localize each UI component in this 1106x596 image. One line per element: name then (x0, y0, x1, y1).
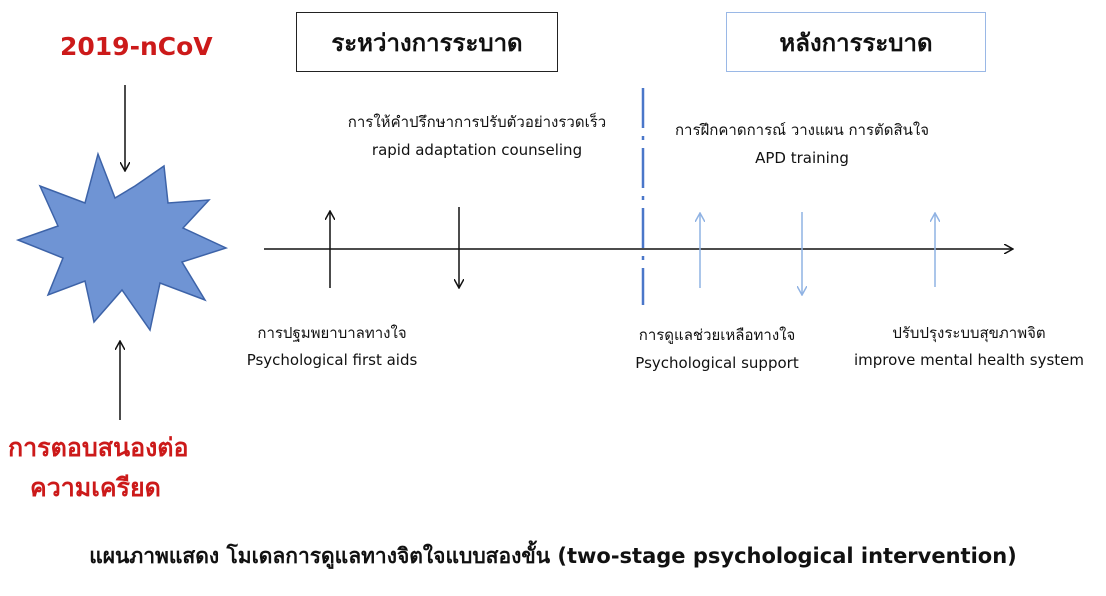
apd-training-thai: การฝึกคาดการณ์ วางแผน การตัดสินใจ (674, 121, 930, 139)
rapid-counseling-thai: การให้คำปรึกษาการปรับตัวอย่างรวดเร็ว (347, 113, 607, 131)
first-aid-thai: การปฐมพยาบาลทางใจ (257, 324, 407, 342)
apd-training-english: APD training (755, 149, 849, 167)
stress-response-line2: ความเครียด (30, 473, 161, 502)
improve-thai: ปรับปรุงระบบสุขภาพจิต (892, 324, 1046, 342)
first-aid-label: การปฐมพยาบาลทางใจ Psychological first ai… (222, 323, 442, 370)
rapid-counseling-english: rapid adaptation counseling (371, 141, 583, 159)
apd-training-label: การฝึกคาดการณ์ วางแผน การตัดสินใจ APD tr… (652, 120, 952, 168)
stress-response-line1: การตอบสนองต่อ (8, 433, 189, 462)
phase-after-box: หลังการระบาด (726, 12, 986, 72)
stress-burst-shape (15, 151, 229, 332)
phase-during-box: ระหว่างการระบาด (296, 12, 558, 72)
improve-english: improve mental health system (853, 351, 1085, 369)
support-english: Psychological support (635, 354, 799, 372)
stress-response-label: การตอบสนองต่อ ความเครียด (8, 428, 189, 508)
first-aid-english: Psychological first aids (246, 351, 418, 369)
support-thai: การดูแลช่วยเหลือทางใจ (638, 326, 796, 344)
rapid-counseling-label: การให้คำปรึกษาการปรับตัวอย่างรวดเร็ว rap… (322, 112, 632, 160)
diagram-caption: แผนภาพแสดง โมเดลการดูแลทางจิตใจแบบสองขั้… (89, 544, 1017, 568)
support-label: การดูแลช่วยเหลือทางใจ Psychological supp… (612, 325, 822, 373)
virus-label: 2019-nCoV (60, 32, 213, 61)
improve-label: ปรับปรุงระบบสุขภาพจิต improve mental hea… (836, 323, 1102, 370)
